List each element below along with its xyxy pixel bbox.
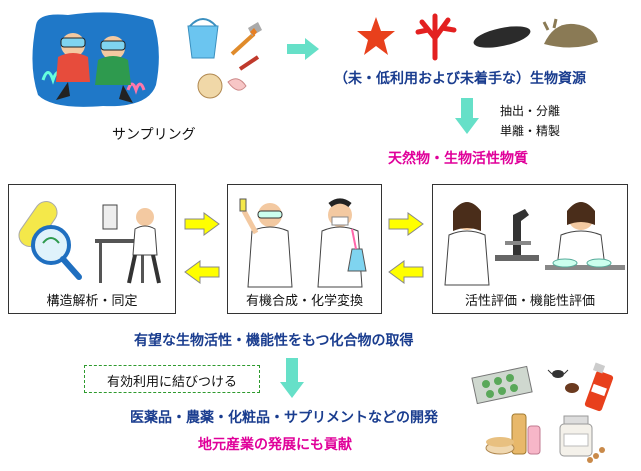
contribution-label: 地元産業の発展にも貢献 <box>198 437 352 453</box>
yellow-arrow-right-2 <box>388 212 424 236</box>
chemist-with-beaker-icon <box>317 198 367 288</box>
red-coral-icon <box>415 13 457 61</box>
pill-blister-pack-icon <box>471 365 533 405</box>
yellow-arrow-right-1 <box>184 212 220 236</box>
sampling-tools-illustration <box>187 18 262 99</box>
researcher-at-desk-icon <box>95 204 161 284</box>
obtain-compounds-label: 有望な生物活性・機能性をもつ化合物の取得 <box>134 333 414 349</box>
effective-use-box: 有効利用に結びつける <box>84 365 260 393</box>
sea-cucumber-icon <box>473 26 531 48</box>
divers-illustration <box>32 12 159 107</box>
cosmetics-bottles-icon <box>485 413 541 455</box>
teal-right-arrow <box>287 38 319 60</box>
sea-slug-icon <box>542 18 598 48</box>
natural-products-label: 天然物・生物活性物質 <box>388 151 528 167</box>
activity-evaluation-label: 活性評価・機能性評価 <box>464 294 595 309</box>
teal-down-arrow <box>455 98 479 134</box>
researcher-microscope-icon <box>444 202 539 286</box>
structure-analysis-label: 構造解析・同定 <box>46 294 138 309</box>
supplement-bottle-icon <box>559 415 605 463</box>
starfish-icon <box>357 17 395 55</box>
organic-synthesis-label: 有機合成・化学変換 <box>245 294 363 309</box>
process-step-extraction: 抽出・分離 <box>500 104 561 118</box>
organic-synthesis-box: 有機合成・化学変換 <box>227 184 382 314</box>
spray-can-icon <box>584 362 614 412</box>
yellow-arrow-left-1 <box>184 260 220 284</box>
researcher-petri-dish-icon <box>545 202 625 270</box>
effective-use-label: 有効利用に結びつける <box>106 375 237 390</box>
bioresource-label: （未・低利用および未着手な）生物資源 <box>334 71 586 87</box>
process-step-isolation: 単離・精製 <box>500 124 561 138</box>
activity-evaluation-box: 活性評価・機能性評価 <box>432 184 628 314</box>
yellow-arrow-left-2 <box>388 260 424 284</box>
development-label: 医薬品・農薬・化粧品・サプリメントなどの開発 <box>130 410 438 426</box>
structure-analysis-box: 構造解析・同定 <box>8 184 176 314</box>
insects-icon <box>547 369 579 393</box>
sampling-label: サンプリング <box>112 127 196 143</box>
capsule-magnifier-icon <box>18 201 82 280</box>
teal-down-arrow-bottom <box>280 358 304 398</box>
chemist-with-flask-icon <box>239 198 293 288</box>
